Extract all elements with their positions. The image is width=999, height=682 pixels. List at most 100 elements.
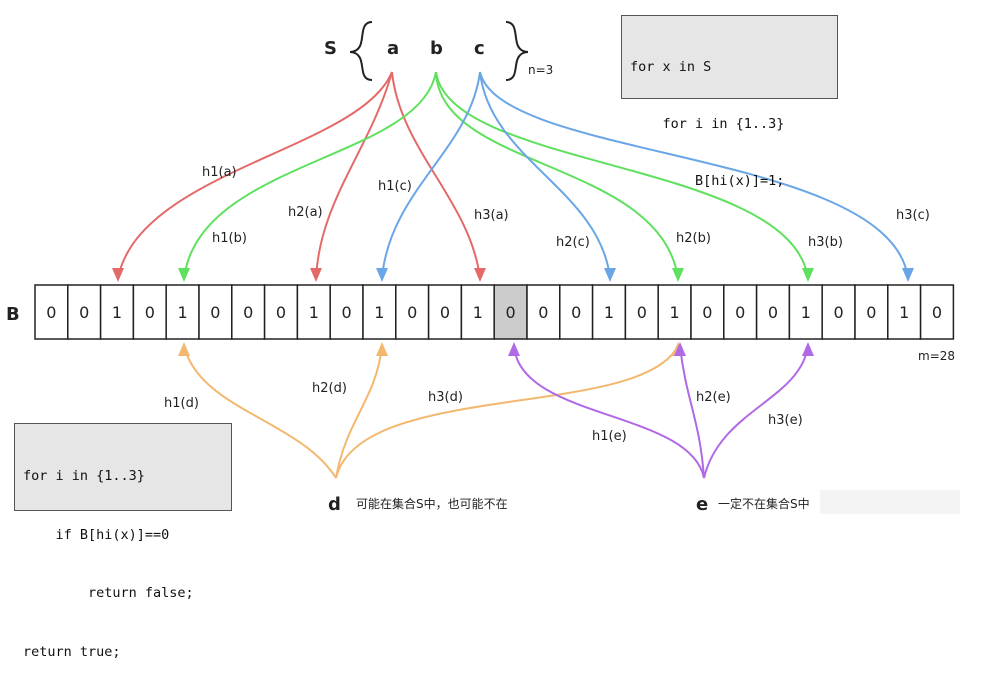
bit-cell-11: 0 bbox=[395, 284, 430, 340]
bit-cell-box bbox=[99, 284, 135, 340]
bit-value: 1 bbox=[309, 303, 319, 322]
bit-value: 0 bbox=[866, 303, 876, 322]
bit-value: 0 bbox=[571, 303, 581, 322]
query-code-box: for i in {1..3} if B[hi(x)]==0 return fa… bbox=[14, 423, 232, 660]
bit-value: 0 bbox=[407, 303, 417, 322]
bit-value: 0 bbox=[506, 303, 516, 322]
bit-cell-12: 0 bbox=[427, 284, 463, 340]
arrowhead-h1-e bbox=[508, 342, 520, 356]
bit-value: 0 bbox=[342, 303, 352, 322]
bit-cell-box bbox=[132, 284, 167, 340]
bit-cell-21: 0 bbox=[723, 284, 758, 340]
set-element-b: b bbox=[430, 38, 443, 59]
bit-cell-13: 1 bbox=[460, 284, 495, 340]
label-h2-b: h2(b) bbox=[676, 231, 711, 246]
bit-value: 1 bbox=[899, 303, 909, 322]
set-size-label: n=3 bbox=[528, 63, 553, 77]
bit-cell-19: 1 bbox=[657, 284, 692, 340]
query-element-e: e bbox=[696, 494, 708, 515]
bit-value: 1 bbox=[112, 303, 122, 322]
bit-cell-8: 1 bbox=[296, 284, 331, 340]
bit-cell-box bbox=[67, 284, 102, 340]
label-h1-d: h1(d) bbox=[164, 396, 199, 411]
arrowhead-h3-c bbox=[902, 268, 914, 282]
bit-cell-15: 0 bbox=[526, 284, 561, 340]
bit-value: 1 bbox=[178, 303, 188, 322]
set-element-c: c bbox=[474, 38, 485, 59]
arrowhead-h3-b bbox=[802, 268, 814, 282]
insert-code-line-1: for x in S bbox=[630, 59, 712, 75]
bit-cell-17: 1 bbox=[591, 284, 627, 340]
bit-value: 1 bbox=[374, 303, 384, 322]
curve-h2-e bbox=[679, 345, 705, 479]
arrowhead-h2-c bbox=[604, 268, 616, 282]
query-code-line-1: for i in {1..3} bbox=[23, 468, 145, 484]
query-code-line-3: return false; bbox=[23, 585, 194, 601]
bit-value: 0 bbox=[243, 303, 253, 322]
label-h2-a: h2(a) bbox=[288, 205, 323, 220]
bit-cell-box bbox=[493, 284, 528, 340]
bit-value: 0 bbox=[932, 303, 942, 322]
curve-h3-b bbox=[435, 71, 809, 279]
bit-value: 0 bbox=[834, 303, 844, 322]
query-hash-curves bbox=[178, 342, 814, 479]
label-h2-d: h2(d) bbox=[312, 381, 347, 396]
bit-cell-14: 0 bbox=[493, 284, 528, 340]
bit-cell-box bbox=[854, 284, 889, 340]
label-h1-b: h1(b) bbox=[212, 231, 247, 246]
bit-value: 1 bbox=[473, 303, 483, 322]
bit-cell-0: 0 bbox=[34, 284, 69, 340]
query-note-d: 可能在集合S中，也可能不在 bbox=[356, 496, 508, 511]
arrowhead-h3-a bbox=[474, 268, 486, 282]
label-h1-a: h1(a) bbox=[202, 165, 237, 180]
array-size-label: m=28 bbox=[918, 349, 955, 363]
bit-cell-16: 0 bbox=[559, 284, 594, 340]
arrowhead-h2-a bbox=[310, 268, 322, 282]
bit-cell-box bbox=[165, 284, 200, 340]
arrowhead-h2-b bbox=[672, 268, 684, 282]
bit-value: 0 bbox=[768, 303, 778, 322]
query-code-line-2: if B[hi(x)]==0 bbox=[23, 526, 170, 543]
arrowhead-h1-c bbox=[376, 268, 388, 282]
bit-cell-box bbox=[34, 284, 69, 340]
bit-cell-box bbox=[919, 284, 955, 340]
bit-value: 0 bbox=[440, 303, 450, 322]
label-h1-e: h1(e) bbox=[592, 429, 627, 444]
right-brace bbox=[505, 21, 529, 81]
insert-code-line-2: for i in {1..3} bbox=[630, 116, 785, 132]
query-note-e: 一定不在集合S中 bbox=[718, 496, 810, 511]
label-h1-c: h1(c) bbox=[378, 179, 412, 194]
arrowhead-h2-e bbox=[674, 342, 686, 356]
bit-value: 0 bbox=[276, 303, 286, 322]
bit-cell-box bbox=[788, 284, 823, 340]
bit-value: 0 bbox=[46, 303, 56, 322]
label-h3-c: h3(c) bbox=[896, 208, 930, 223]
bit-cell-1: 0 bbox=[67, 284, 102, 340]
watermark-blur bbox=[820, 490, 960, 514]
label-h3-d: h3(d) bbox=[428, 390, 463, 405]
curve-h2-d bbox=[335, 345, 383, 479]
curve-h3-d bbox=[335, 345, 679, 479]
bit-value: 0 bbox=[145, 303, 155, 322]
bit-cell-7: 0 bbox=[263, 284, 299, 340]
curve-h1-b bbox=[183, 71, 437, 279]
arrowhead-h2-d bbox=[376, 342, 388, 356]
bit-cell-22: 0 bbox=[755, 284, 791, 340]
bit-value: 1 bbox=[604, 303, 614, 322]
curve-h1-a bbox=[117, 71, 393, 279]
bit-cell-20: 0 bbox=[690, 284, 725, 340]
bit-cell-box bbox=[460, 284, 495, 340]
bit-cell-box bbox=[755, 284, 791, 340]
bit-cell-27: 0 bbox=[919, 284, 955, 340]
bit-cell-3: 0 bbox=[132, 284, 167, 340]
query-element-d: d bbox=[328, 494, 341, 515]
insert-code-box: for x in S for i in {1..3} B[hi(x)]=1; bbox=[621, 15, 838, 189]
arrowhead-h1-d bbox=[178, 342, 190, 356]
bit-value: 1 bbox=[801, 303, 811, 322]
bit-cell-4: 1 bbox=[165, 284, 200, 340]
bit-cell-10: 1 bbox=[362, 284, 397, 340]
left-brace bbox=[349, 21, 373, 81]
bit-value: 0 bbox=[79, 303, 89, 322]
set-element-a: a bbox=[387, 38, 399, 59]
